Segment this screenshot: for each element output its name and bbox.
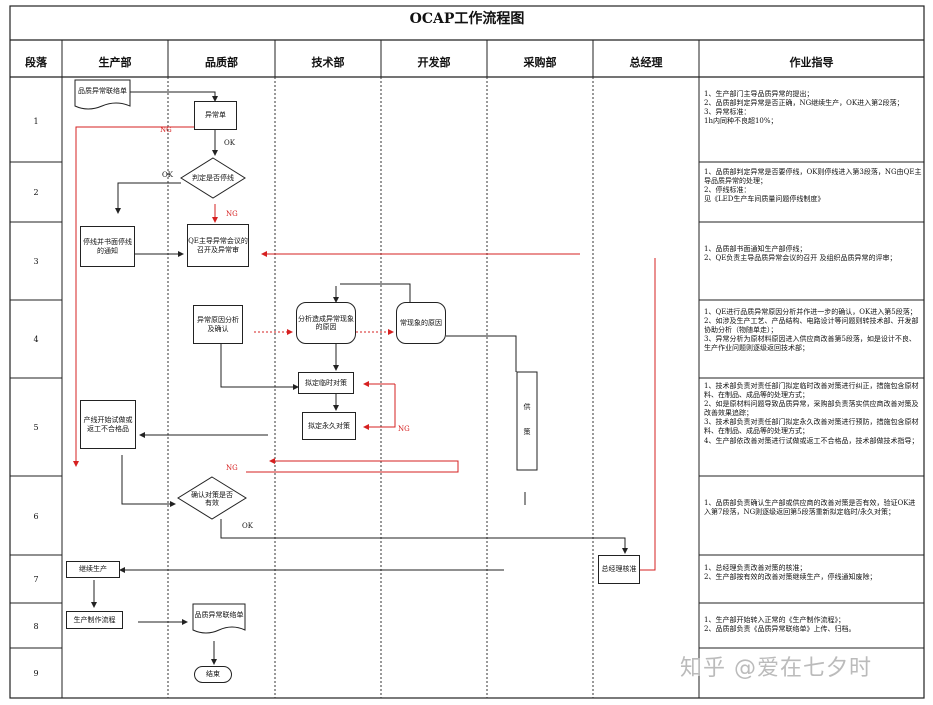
doc-shape-1 [74,79,131,110]
guide-5: 1、技术部负责对责任部门拟定临时改善对策进行纠正，措施包含原材料、在制品、成品等… [704,382,919,445]
ok-label: OK [224,139,235,147]
prod-flow-box: 生产制作流程 [66,611,123,629]
segment-number: 1 [33,117,39,126]
table-frame [9,5,925,699]
header-segment: 段落 [25,56,47,69]
header-dev: 开发部 [417,56,451,69]
segment-number: 8 [33,622,39,631]
quality-notice-doc: 品质异常联络单 [78,86,127,95]
judge-stop-diamond: 判定是否停线 [192,173,234,182]
diamond-judge [180,157,246,199]
guide-2: 1、品质部判定异常是否要停线，OK则停线进入第3段落，NG由QE主导品质异常的处… [704,168,922,204]
ok-label: OK [242,522,253,530]
supply-bar [516,371,538,471]
guide-6: 1、品质部负责确认生产部或供应商的改善对策是否有效，验证OK进入第7段落，NG则… [704,499,916,517]
cause-analysis-box: 异常原因分析及确认 [193,305,243,344]
segment-number: 7 [33,575,39,584]
segment-number: 5 [33,423,39,432]
guide-1: 1、生产部门主导品质异常的提出；2、品质部判定异常是否正确，NG继续生产，OK进… [704,90,904,126]
gm-approve-box: 总经理核准 [598,555,640,584]
supply-label: 供 策 [523,403,531,437]
watermark: 知乎 @爱在七夕时 [680,656,872,681]
ng-label: NG [226,464,238,472]
segment-number: 9 [33,669,39,678]
guide-3: 1、品质部书面通知生产部停线；2、QE负责主导品质异常会议的召开 及组织品质异常… [704,245,897,263]
segment-number: 3 [33,257,39,266]
tech-analysis-box: 分析造成异常现象的原因 [296,302,356,344]
header-purchase: 采购部 [523,56,557,69]
ok-label: OK [162,171,173,179]
diamond-confirm [177,476,247,520]
perm-measure-box: 拟定永久对策 [302,412,356,440]
ng-label: NG [226,210,238,218]
segment-number: 4 [33,335,39,344]
guide-8: 1、生产部开始转入正常的《生产制作流程》；2、品质部负责《品质异常联络单》上传、… [704,616,856,634]
segment-number: 6 [33,512,39,521]
continue-prod-box: 继续生产 [66,561,120,578]
doc-shape-2 [192,603,246,634]
quality-notice-doc-2: 品质异常联络单 [194,610,244,619]
segment-number: 2 [33,188,39,197]
ng-label: NG [398,425,410,433]
end-terminal: 结束 [194,666,232,683]
rework-box: 产线开始试做或返工不合格品 [80,400,136,449]
header-quality: 品质部 [205,56,238,69]
header-production: 生产部 [98,56,132,69]
header-gm: 总经理 [629,56,663,69]
abnormal-sheet-box: 异常单 [194,101,237,130]
page-title: OCAP工作流程图 [409,11,525,27]
guide-4: 1、QE进行品质异常原因分析并作进一步的确认，OK进入第5段落；2、如涉及生产工… [704,308,919,353]
qe-meeting-box: QE主导异常会议的召开及异常审 [187,224,249,267]
dev-cause-box: 常现象的原因 [396,302,446,344]
header-tech: 技术部 [311,56,345,69]
header-guide: 作业指导 [789,56,834,69]
temp-measure-box: 拟定临时对策 [298,372,354,394]
stop-notify-box: 停线并书面停线的通知 [80,226,135,267]
guide-7: 1、总经理负责改善对策的核准；2、生产部按有效的改善对策继续生产，停线通知废除； [704,564,877,582]
ng-label: NG [160,126,172,134]
confirm-diamond: 确认对策是否有效 [191,490,233,507]
